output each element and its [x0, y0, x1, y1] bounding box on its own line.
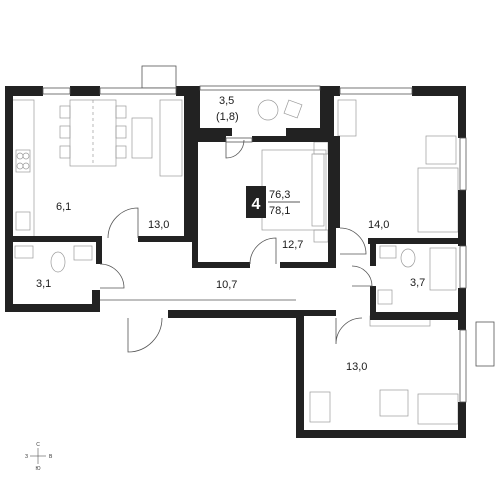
sofa [159, 99, 183, 177]
door-bathroom-left [99, 263, 125, 289]
compass-north: С [36, 442, 40, 448]
stove [15, 149, 31, 173]
door-entrance [127, 317, 163, 353]
door-bedroom-right [339, 227, 367, 255]
compass-south: Ю [35, 466, 40, 472]
coffee-table [131, 117, 153, 159]
room-area-kitchen: 6,1 [56, 201, 71, 213]
door-living [107, 207, 139, 239]
room-area-bathroom-left: 3,1 [36, 278, 51, 290]
door-bedroom-center [249, 237, 277, 265]
room-area-bathroom-right: 3,7 [410, 277, 425, 289]
window-bedroom-right-side [459, 137, 467, 191]
area-living: 76,3 [269, 189, 290, 201]
washer-right [379, 245, 397, 259]
room-area-bedroom-bottom: 13,0 [346, 361, 367, 373]
window-bathroom-right [459, 245, 467, 289]
toilet-left [50, 251, 66, 273]
window-balcony [199, 85, 321, 91]
bed-right [417, 167, 459, 233]
door-bathroom-right [351, 265, 373, 287]
doors [99, 139, 373, 353]
desk-right [337, 99, 357, 137]
room-area-living: 13,0 [148, 219, 169, 231]
desk-bottom [417, 393, 459, 425]
kitchen-counter [11, 99, 35, 239]
room-area-bedroom-right: 14,0 [368, 219, 389, 231]
window-bedroom-right [339, 87, 413, 95]
room-count-badge [246, 186, 266, 218]
windows [42, 85, 495, 403]
compass-west: З [25, 454, 28, 460]
sink-right [377, 289, 393, 305]
room-area-balcony: 3,5 [219, 95, 234, 107]
window-living [99, 87, 177, 95]
compass: С В Ю З [25, 442, 53, 472]
room-labels: 6,1 13,0 3,5 (1,8) 12,7 14,0 3,1 10,7 3,… [36, 95, 425, 373]
balcony-table [257, 99, 279, 121]
armchair-right [425, 135, 457, 165]
room-count: 4 [252, 196, 261, 213]
walls [5, 65, 466, 438]
room-area-bedroom-center: 12,7 [282, 239, 303, 251]
bathtub-right [429, 247, 457, 291]
area-total: 78,1 [269, 205, 290, 217]
room-area-hall: 10,7 [216, 279, 237, 291]
compass-east: В [49, 454, 53, 460]
washer-left [73, 245, 93, 261]
armchair-bottom [379, 389, 409, 417]
kitchen-sink [15, 211, 31, 231]
door-bedroom-bottom [335, 317, 363, 345]
window-kitchen [42, 87, 71, 95]
area-badge: 4 76,3 78,1 [246, 186, 300, 218]
furniture [11, 99, 459, 425]
window-balcony-door [225, 137, 253, 143]
nightstand-bottom [309, 391, 331, 423]
room-area-balcony-reduced: (1,8) [216, 111, 239, 123]
toilet-right [400, 248, 416, 268]
window-bedroom-bottom [459, 329, 467, 403]
sink-left [14, 245, 34, 259]
